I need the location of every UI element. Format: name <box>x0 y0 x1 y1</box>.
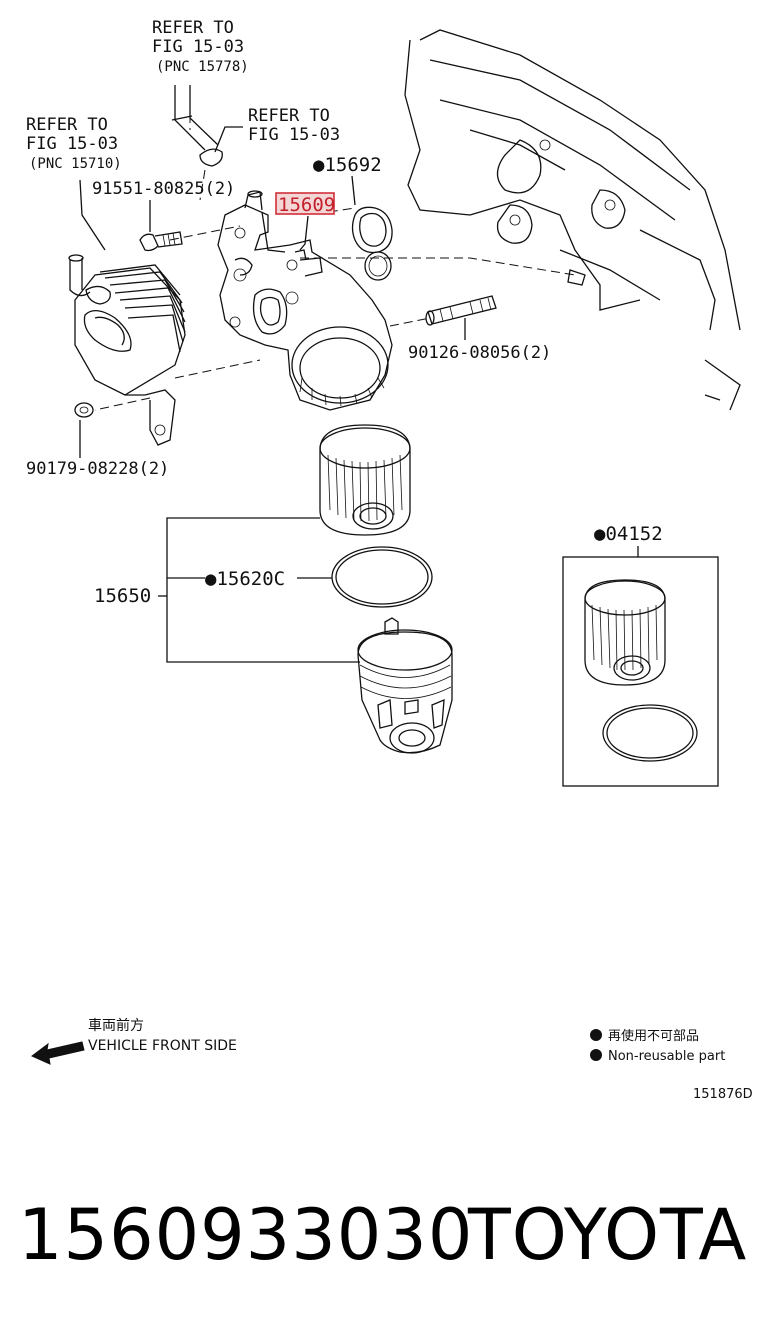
filter-cap <box>357 617 453 754</box>
oil-cooler <box>68 254 186 446</box>
highlight-15609[interactable]: 15609 <box>275 192 335 216</box>
refer-top-line1: REFER TO <box>152 18 234 38</box>
brand-name: TOYOTA <box>468 1194 748 1276</box>
highlight-box <box>275 192 335 215</box>
refer-label-mid: REFER TO FIG 15-03 <box>248 106 340 145</box>
nonreusable-legend: 再使用不可部品 Non-reusable part <box>590 1028 725 1064</box>
washer <box>74 402 94 418</box>
oil-filter-bracket <box>217 190 393 411</box>
bolt-label: 91551-80825(2) <box>92 179 235 199</box>
gasket <box>351 206 393 281</box>
leader-lines <box>79 126 466 458</box>
bolt <box>139 231 183 252</box>
engine-block <box>404 29 741 411</box>
assembly-15650-label: 15650 <box>94 585 151 607</box>
refer-top-line2: FIG 15-03 <box>152 37 244 57</box>
o-ring <box>331 546 433 608</box>
nonreusable-dot-icon <box>590 1049 602 1061</box>
front-en-label: VEHICLE FRONT SIDE <box>88 1038 237 1054</box>
filter-kit-04152-label: ●04152 <box>594 523 663 545</box>
highlight-15609-label: 15609 <box>278 194 335 216</box>
refer-left-line3: (PNC 15710) <box>29 156 122 172</box>
nonreusable-dot-icon <box>590 1029 602 1041</box>
refer-label-top: REFER TO FIG 15-03 (PNC 15778) <box>152 18 249 75</box>
hose-top <box>171 85 223 167</box>
vehicle-front-legend: 車両前方 VEHICLE FRONT SIDE <box>31 1017 237 1065</box>
refer-top-line3: (PNC 15778) <box>156 59 249 75</box>
refer-left-line1: REFER TO <box>26 115 108 135</box>
stud-label: 90126-08056(2) <box>408 343 551 363</box>
refer-mid-line2: FIG 15-03 <box>248 125 340 145</box>
assembly-dashed-lines <box>94 100 576 411</box>
nonreuse-en-label: Non-reusable part <box>608 1049 725 1064</box>
assembly-bracket <box>158 517 360 663</box>
front-jp-label: 車両前方 <box>88 1017 144 1034</box>
part-number: 1560933030 <box>18 1194 474 1276</box>
front-arrow-icon <box>31 1041 85 1065</box>
nonreuse-jp-label: 再使用不可部品 <box>608 1028 699 1044</box>
refer-left-line2: FIG 15-03 <box>26 134 118 154</box>
refer-mid-line1: REFER TO <box>248 106 330 126</box>
figure-code: 151876D <box>693 1087 753 1102</box>
washer-label: 90179-08228(2) <box>26 459 169 479</box>
filter-element <box>319 424 411 536</box>
gasket-15692-label: ●15692 <box>313 154 382 176</box>
oring-15620c-label: ●15620C <box>205 568 285 590</box>
refer-label-left: REFER TO FIG 15-03 (PNC 15710) <box>26 115 122 172</box>
filter-kit-box <box>562 546 719 787</box>
stud <box>425 295 497 326</box>
